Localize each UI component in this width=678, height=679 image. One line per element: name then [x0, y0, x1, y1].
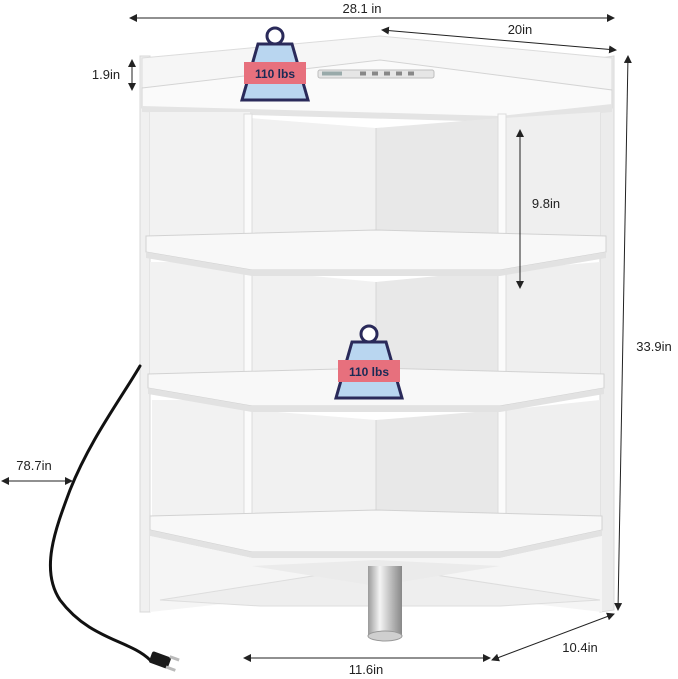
shelf-gap-label: 9.8in — [532, 196, 560, 211]
weight-icon: 110 lbs — [240, 26, 310, 102]
weight-icon: 110 lbs — [334, 324, 404, 400]
left-divider — [243, 113, 253, 551]
dimension-bottom-side: 10.4in — [491, 612, 615, 662]
shelf-board-1 — [145, 229, 607, 276]
shelf-tier-1 — [150, 112, 600, 254]
dimension-shelf-gap: 9.8in — [516, 129, 560, 289]
cord-length-label: 78.7in — [16, 458, 51, 473]
shelf-board-3 — [149, 509, 603, 558]
left-side-panel — [139, 55, 151, 613]
bottom-side-label: 10.4in — [562, 640, 597, 655]
depth-side-label: 20in — [508, 22, 533, 37]
total-height-label: 33.9in — [636, 339, 671, 354]
top-front-edge — [142, 104, 612, 122]
center-leg — [367, 566, 403, 642]
power-strip-icon — [317, 69, 435, 79]
bottom-front-label: 11.6in — [349, 662, 383, 677]
power-cord — [48, 364, 180, 672]
overall-width-label: 28.1 in — [342, 1, 381, 16]
dimension-depth-side: 20in — [381, 22, 617, 54]
top-rail-label: 1.9in — [92, 67, 120, 82]
top-capacity-label: 110 lbs — [255, 67, 295, 81]
dimension-total-height: 33.9in — [614, 55, 672, 611]
dimension-cord-length: 78.7in — [1, 458, 73, 485]
power-plug-icon — [149, 651, 180, 672]
dimension-overall-width: 28.1 in — [129, 1, 615, 22]
right-divider — [497, 113, 507, 551]
dimension-bottom-front: 11.6in — [243, 654, 491, 677]
dimension-top-rail: 1.9in — [92, 59, 136, 91]
middle-capacity-label: 110 lbs — [349, 365, 389, 379]
shelf-tier-3 — [152, 400, 600, 538]
